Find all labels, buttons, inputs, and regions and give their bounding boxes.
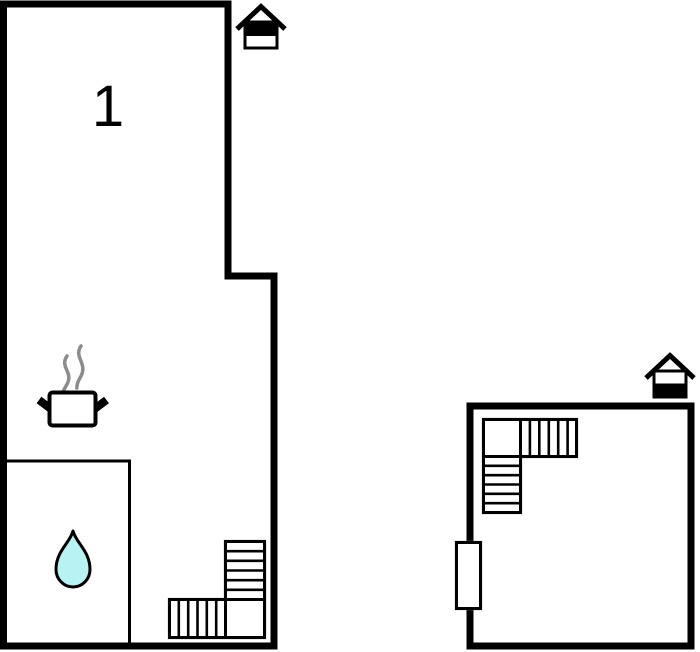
house-fill-top-half — [243, 20, 279, 36]
house-upper-floor-icon — [235, 3, 287, 50]
steam-line — [61, 354, 71, 396]
house-lower-floor-icon — [644, 352, 696, 399]
pot-body — [47, 390, 98, 428]
stair-landing — [224, 598, 266, 639]
unit-1: 1 — [0, 0, 287, 650]
water-drop-icon — [54, 529, 92, 589]
steam-line — [75, 344, 85, 390]
stove-icon — [36, 344, 109, 428]
unit-2-staircase — [482, 418, 578, 514]
unit-1-outer-walls — [0, 0, 278, 650]
unit-1-staircase — [168, 540, 266, 639]
unit-1-bathroom-walls — [5, 459, 131, 643]
window-symbol — [455, 541, 482, 610]
unit-1-label: 1 — [92, 74, 124, 139]
house-roof — [644, 352, 696, 380]
house-roof — [235, 3, 287, 31]
stair-landing — [482, 418, 522, 458]
unit-2 — [455, 352, 696, 650]
house-fill-bottom-half — [652, 383, 688, 399]
